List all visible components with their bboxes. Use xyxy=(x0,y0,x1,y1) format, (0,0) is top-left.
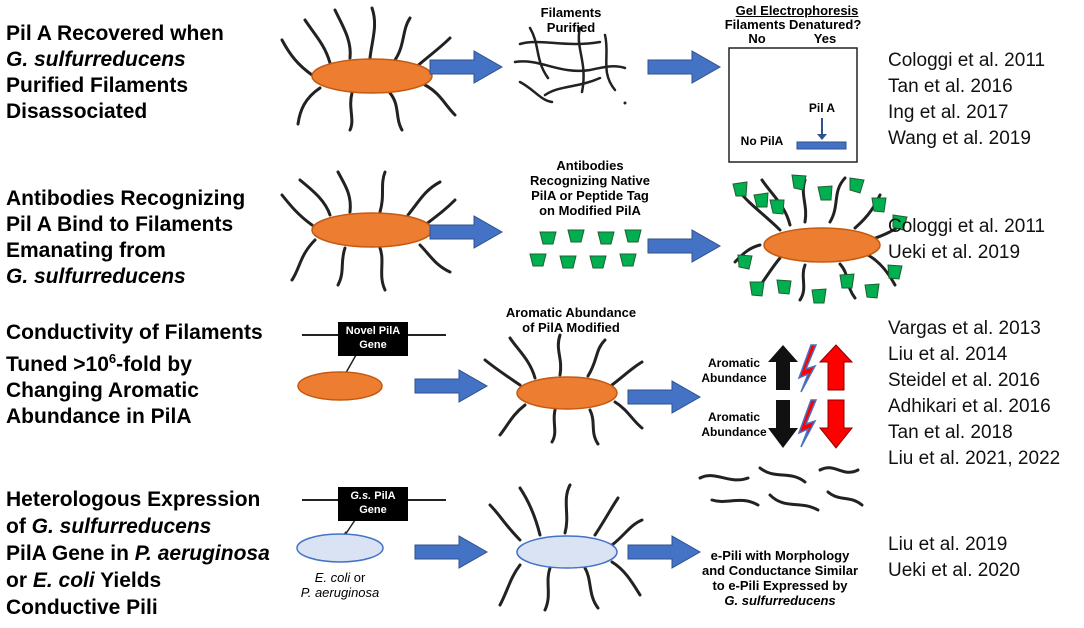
row4-cell-with-pili xyxy=(488,483,644,612)
row4-title-line4: or E. coli Yields xyxy=(6,569,162,592)
row4-e-pili xyxy=(698,466,864,512)
row3-cell-2 xyxy=(516,376,618,410)
row3-references: Vargas et al. 2013 Liu et al. 2014 Steid… xyxy=(888,316,1060,472)
gel-no-label: No xyxy=(748,31,766,46)
row4-result-label: e-Pili with Morphology and Conductance S… xyxy=(701,548,859,608)
row3-cell-with-pili xyxy=(483,333,644,446)
row3-ref-5: Tan et al. 2018 xyxy=(888,422,1013,443)
row4-references: Liu et al. 2019 Ueki et al. 2020 xyxy=(888,532,1020,584)
row1-cell xyxy=(311,58,433,94)
gel-question: Filaments Denatured? xyxy=(724,17,862,32)
gel-title: Gel Electrophoresis xyxy=(735,3,859,18)
row3-title-line2: Tuned >106-fold by xyxy=(6,351,192,376)
row2-title-line2: Pil A Bind to Filaments xyxy=(6,213,234,236)
row2-title-line3: Emanating from xyxy=(6,239,166,262)
row2-title-line4: G. sulfurreducens xyxy=(6,265,186,288)
row3-ref-3: Steidel et al. 2016 xyxy=(888,370,1041,391)
row2-ref-2: Ueki et al. 2019 xyxy=(888,242,1021,263)
row3-ref-2: Liu et al. 2014 xyxy=(888,344,1008,365)
row3-down-label: Aromatic Abundance xyxy=(701,410,767,439)
row2-arrow2 xyxy=(647,229,721,263)
row4-title-line5: Conductive Pili xyxy=(6,596,158,619)
row1-title-line1: Pil A Recovered when xyxy=(6,22,224,45)
row3-ref-6: Liu et al. 2021, 2022 xyxy=(888,448,1061,469)
aromatic-down-arrows xyxy=(768,399,854,449)
row4-title-line2: of G. sulfurreducens xyxy=(6,515,212,538)
row3-ref-4: Adhikari et al. 2016 xyxy=(888,396,1051,417)
row4-gene-box: G.s. PilA Gene xyxy=(338,487,408,521)
row1-title: Pil A Recovered when G. sulfurreducens P… xyxy=(6,21,224,125)
row3-title-line4: Abundance in PilA xyxy=(6,405,192,428)
gel-band-label: Pil A xyxy=(808,101,836,115)
row4-title-line3: PilA Gene in P. aeruginosa xyxy=(6,542,270,565)
row3-up-label: Aromatic Abundance xyxy=(701,356,767,385)
row2-arrow1 xyxy=(429,215,503,249)
gel-no-pila-label: No PilA xyxy=(740,134,784,148)
row3-arrow2 xyxy=(627,380,701,414)
row1-step-label: Filaments Purified xyxy=(540,5,602,35)
row3-title: Conductivity of Filaments Tuned >106-fol… xyxy=(6,320,263,430)
aromatic-up-arrows xyxy=(768,344,854,393)
row3-step-label: Aromatic Abundance of PilA Modified xyxy=(505,305,637,335)
row1-arrow1 xyxy=(429,50,503,84)
row2-title-line1: Antibodies Recognizing xyxy=(6,187,246,210)
row1-references: Cologgi et al. 2011 Tan et al. 2016 Ing … xyxy=(888,48,1045,152)
row1-purified-filaments xyxy=(513,26,627,104)
row4-arrow1 xyxy=(414,535,488,569)
row1-title-line4: Disassociated xyxy=(6,100,148,123)
row4-ref-1: Liu et al. 2019 xyxy=(888,534,1008,555)
row2-cell-with-pili xyxy=(280,170,457,292)
row1-title-line2: G. sulfurreducens xyxy=(6,48,186,71)
row3-ref-1: Vargas et al. 2013 xyxy=(888,318,1041,339)
row3-cell xyxy=(297,371,383,401)
row3-title-line1: Conductivity of Filaments xyxy=(6,321,263,344)
gel-yes-label: Yes xyxy=(813,31,837,46)
row1-ref-3: Ing et al. 2017 xyxy=(888,102,1009,123)
row4-cell-label: E. coli or P. aeruginosa xyxy=(300,570,380,600)
row1-ref-2: Tan et al. 2016 xyxy=(888,76,1013,97)
row1-title-line3: Purified Filaments xyxy=(6,74,189,97)
row4-cell-2 xyxy=(516,535,618,569)
row2-references: Cologgi et al. 2011 Ueki et al. 2019 xyxy=(888,214,1045,266)
row1-arrow2 xyxy=(647,50,721,84)
gel-band xyxy=(796,141,847,150)
row4-title: Heterologous Expression of G. sulfurredu… xyxy=(6,486,270,621)
row4-title-line1: Heterologous Expression xyxy=(6,488,261,511)
row2-cell-with-bound-antibodies xyxy=(732,174,908,304)
row2-step-label: Antibodies Recognizing Native PilA or Pe… xyxy=(530,158,650,218)
row4-cell xyxy=(296,533,384,563)
row2-cell xyxy=(311,212,433,248)
row1-ref-4: Wang et al. 2019 xyxy=(888,128,1031,149)
row3-title-line3: Changing Aromatic xyxy=(6,379,199,402)
row2-title: Antibodies Recognizing Pil A Bind to Fil… xyxy=(6,186,245,290)
row1-ref-1: Cologgi et al. 2011 xyxy=(888,50,1046,71)
row3-arrow1 xyxy=(414,369,488,403)
row3-gene-box: Novel PilA Gene xyxy=(338,322,408,356)
row4-ref-2: Ueki et al. 2020 xyxy=(888,560,1021,581)
row2-ref-1: Cologgi et al. 2011 xyxy=(888,216,1046,237)
antibodies-free xyxy=(529,229,642,269)
